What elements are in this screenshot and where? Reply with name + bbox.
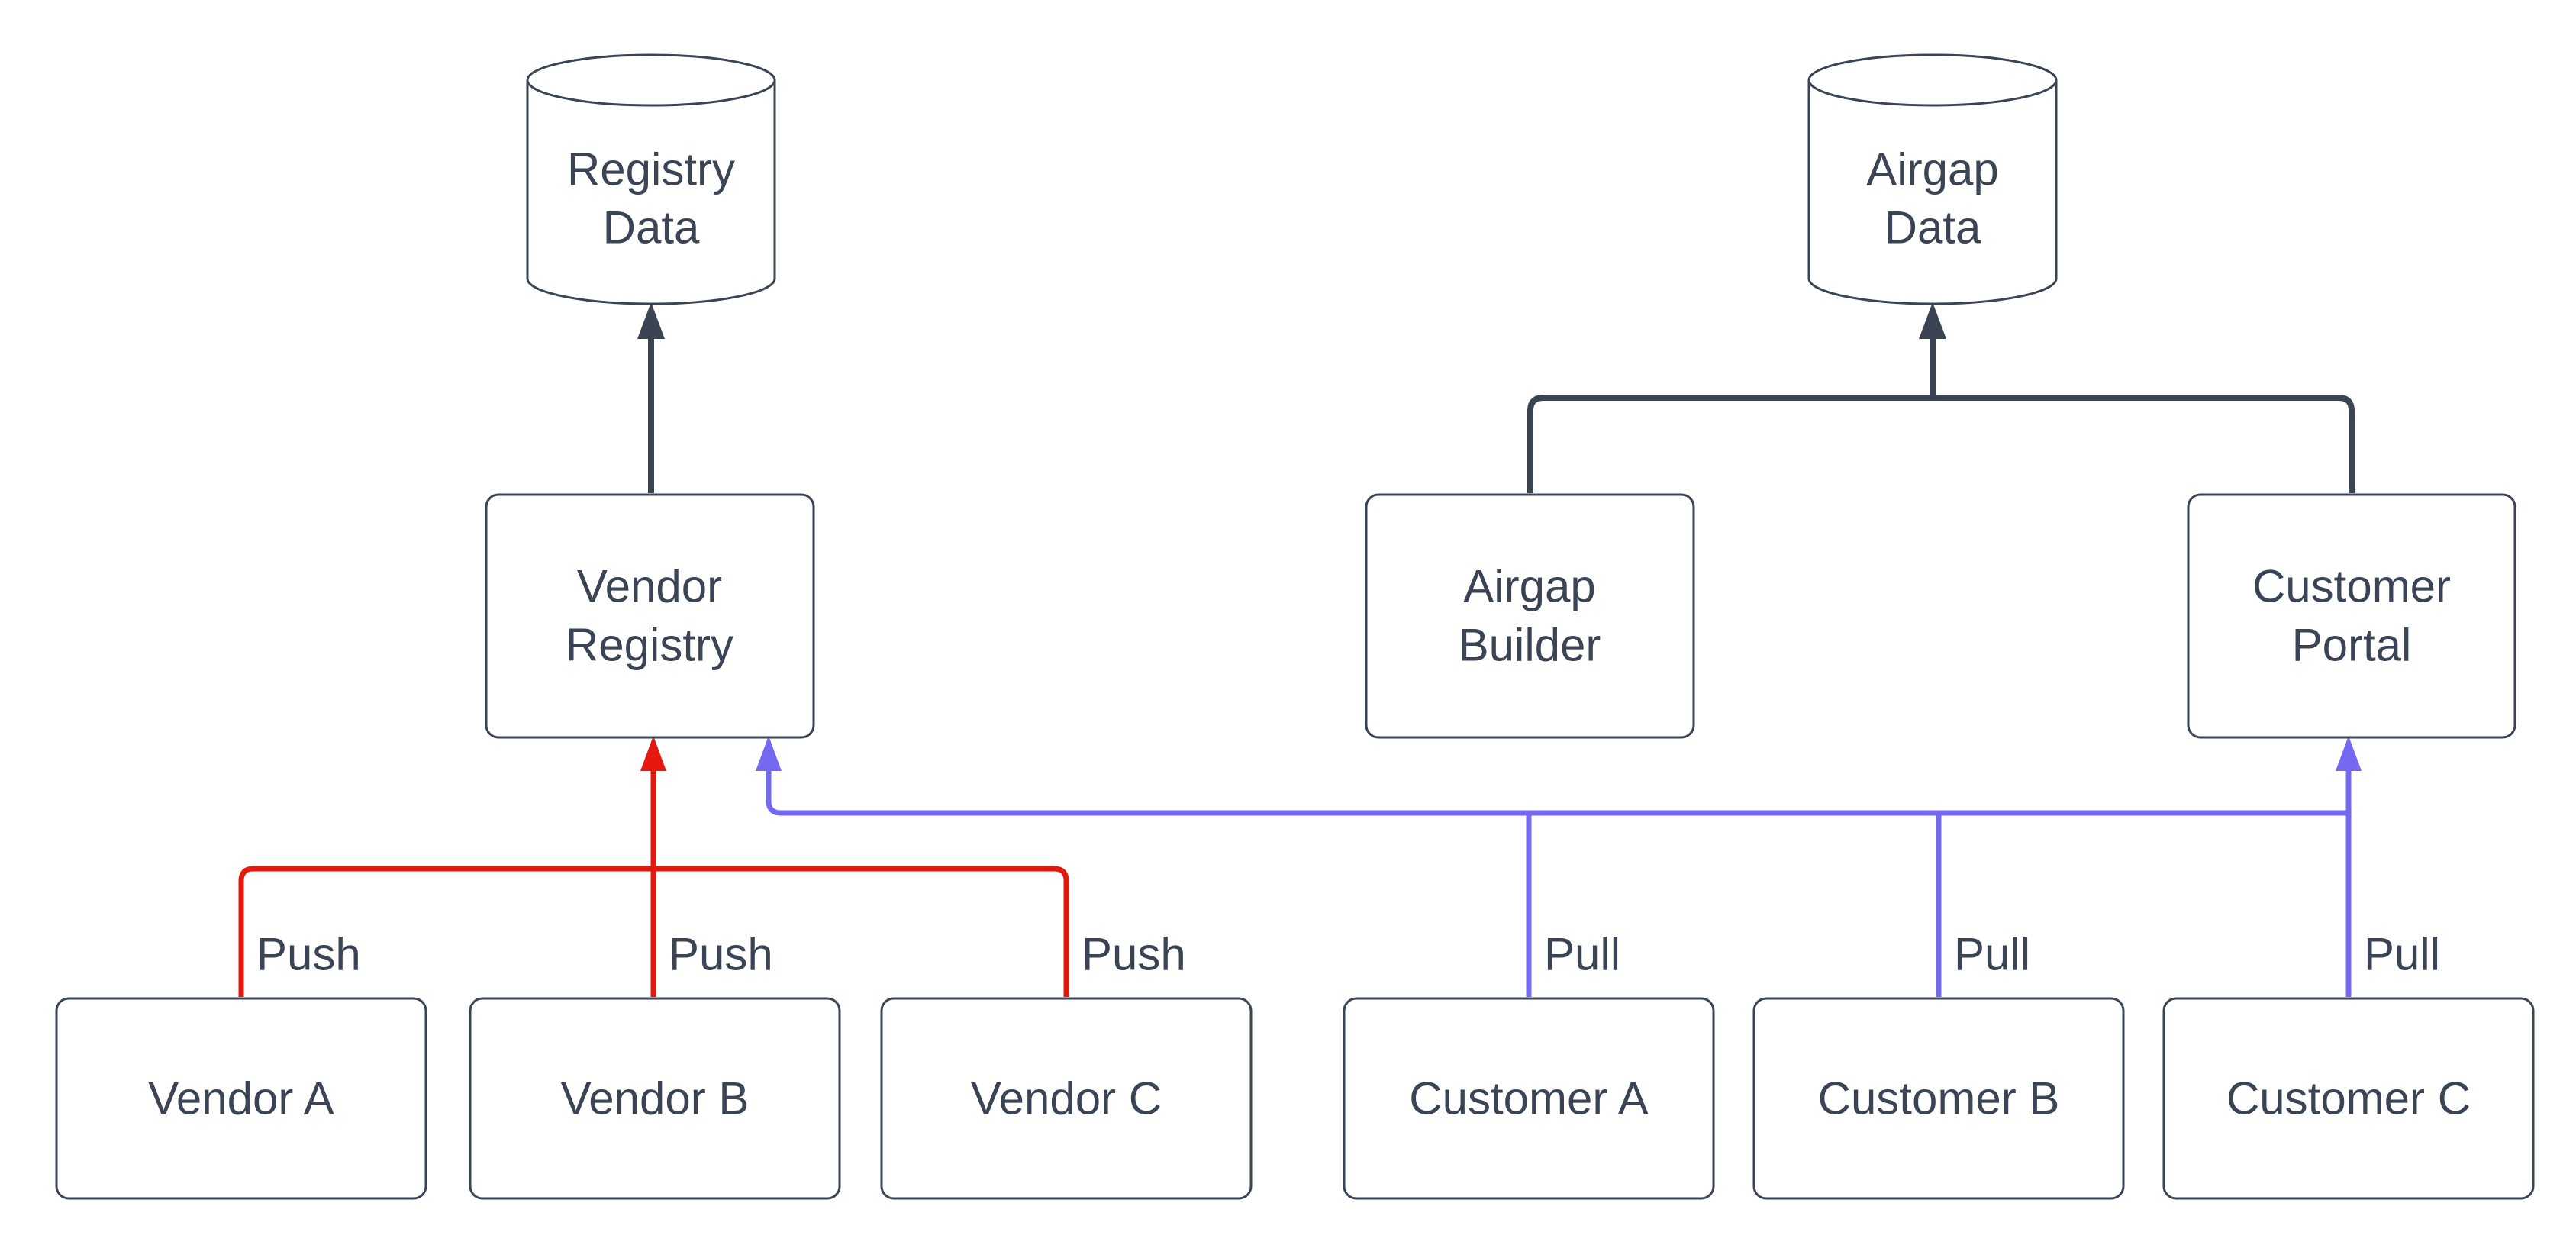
airgap-data-label-line1: Airgap — [1866, 144, 1998, 195]
pull-label-customer-a: Pull — [1544, 929, 1620, 980]
node-customer-c: Customer C — [2162, 997, 2535, 1200]
arrowhead-pull-customer-portal-icon — [2336, 736, 2362, 771]
vendor-b-box — [469, 997, 841, 1200]
vendor-registry-box — [485, 493, 815, 739]
customer-c-box — [2162, 997, 2535, 1200]
pull-label-customer-b: Pull — [1954, 929, 2030, 980]
airgap-builder-label-line2: Builder — [1459, 620, 1601, 671]
pull-label-customer-c: Pull — [2364, 929, 2440, 980]
registry-data-cylinder-top — [526, 53, 776, 107]
airgap-builder-box — [1365, 493, 1695, 739]
arrowhead-registry-data-icon — [637, 302, 665, 339]
registry-data-cylinder-body — [526, 80, 776, 305]
customer-a-box — [1343, 997, 1715, 1200]
push-label-vendor-b: Push — [669, 929, 773, 980]
customer-b-box — [1752, 997, 2125, 1200]
arrowhead-airgap-data-icon — [1919, 302, 1946, 339]
customer-portal-box — [2187, 493, 2516, 739]
vendor-b-label: Vendor B — [561, 1073, 750, 1124]
arrowhead-pull-vendor-registry-icon — [756, 736, 782, 771]
customer-portal-label-line2: Portal — [2292, 620, 2412, 671]
node-customer-b: Customer B — [1752, 997, 2125, 1200]
registry-data-label-line1: Registry — [567, 144, 735, 195]
vendor-a-box — [55, 997, 427, 1200]
node-airgap-builder: Airgap Builder — [1365, 493, 1695, 739]
node-vendor-b: Vendor B — [469, 997, 841, 1200]
vendor-registry-label-line1: Vendor — [577, 561, 722, 612]
edge-builder-portal-bracket — [1527, 395, 2355, 493]
node-vendor-a: Vendor A — [55, 997, 427, 1200]
customer-portal-label-line1: Customer — [2252, 561, 2451, 612]
arrowhead-push-vendor-registry-icon — [640, 736, 666, 771]
node-vendor-registry: Vendor Registry — [485, 493, 815, 739]
customer-a-label: Customer A — [1409, 1073, 1648, 1124]
push-label-vendor-a: Push — [256, 929, 361, 980]
registry-data-label-line2: Data — [603, 202, 700, 253]
vendor-a-label: Vendor A — [148, 1073, 334, 1124]
node-airgap-data: Airgap Data — [1807, 53, 2058, 305]
node-vendor-c: Vendor C — [880, 997, 1253, 1200]
node-registry-data: Registry Data — [526, 53, 776, 305]
airgap-data-label-line2: Data — [1884, 202, 1981, 253]
vendor-c-box — [880, 997, 1253, 1200]
edge-pull-bus — [766, 750, 2349, 816]
customer-c-label: Customer C — [2226, 1073, 2471, 1124]
node-customer-portal: Customer Portal — [2187, 493, 2516, 739]
airgap-data-cylinder-body — [1807, 80, 2058, 305]
airgap-data-cylinder-top — [1807, 53, 2058, 107]
push-label-vendor-c: Push — [1082, 929, 1186, 980]
vendor-registry-label-line2: Registry — [566, 620, 733, 671]
airgap-builder-label-line1: Airgap — [1463, 561, 1595, 612]
node-customer-a: Customer A — [1343, 997, 1715, 1200]
customer-b-label: Customer B — [1818, 1073, 2060, 1124]
vendor-c-label: Vendor C — [971, 1073, 1162, 1124]
